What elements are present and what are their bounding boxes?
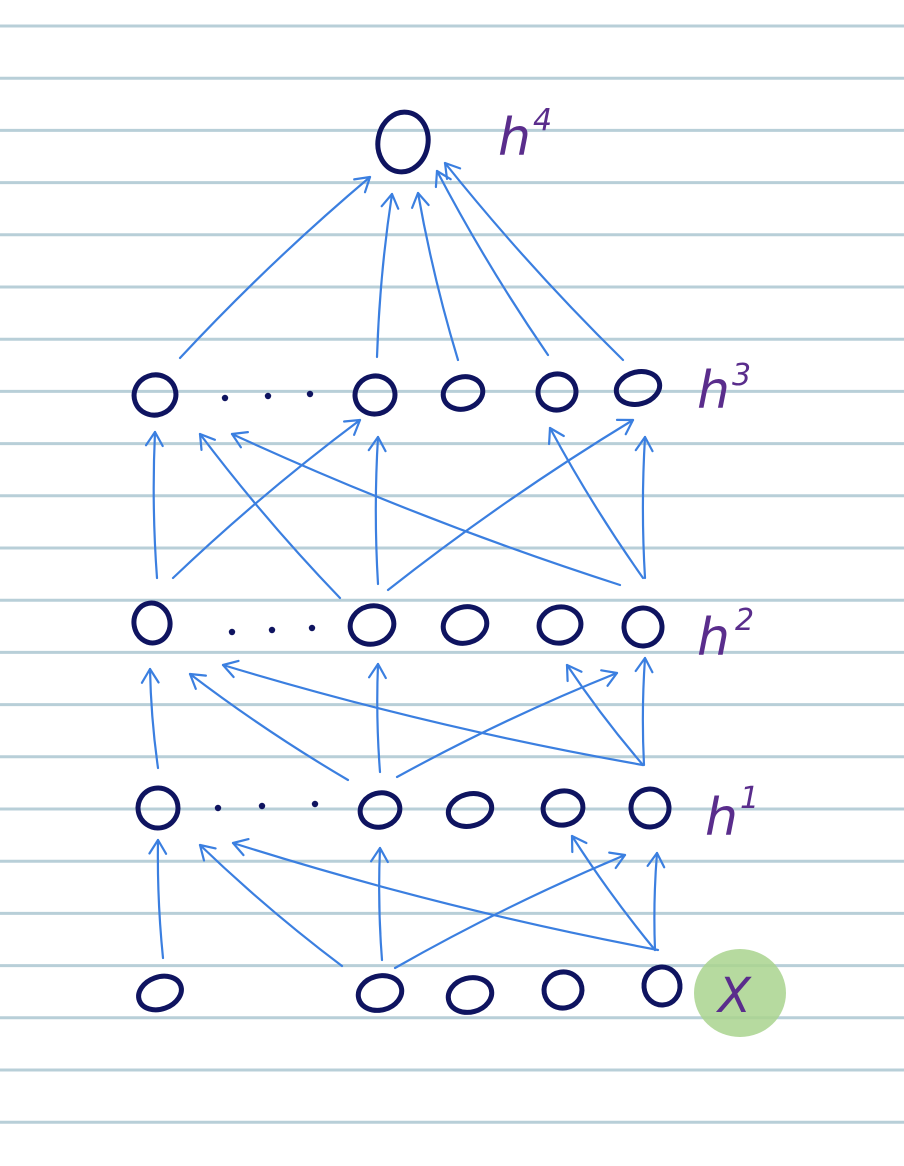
- edge-26: [435, 169, 550, 357]
- ellipsis-dot: [268, 626, 276, 634]
- node-h2-4: [536, 604, 584, 646]
- edge-4: [378, 846, 384, 962]
- layer-label-h4: h: [498, 108, 531, 168]
- arrowhead-10: [221, 659, 240, 679]
- ellipsis-dot: [214, 804, 222, 812]
- node-h1-1: [135, 785, 181, 831]
- layer-label-h3-sup: 3: [732, 358, 751, 393]
- ellipsis-dot: [228, 628, 236, 636]
- edge-21: [548, 426, 645, 580]
- node-h2-3: [440, 604, 490, 646]
- layer-label-h4-sup: 4: [533, 103, 552, 138]
- layer-label-h2: h: [697, 608, 730, 668]
- node-h3-4: [535, 371, 579, 413]
- edge-24: [375, 192, 394, 359]
- edge-27: [443, 161, 625, 362]
- edge-23: [178, 175, 372, 360]
- node-x-5: [641, 964, 683, 1008]
- layer-label-h1: h: [705, 788, 738, 848]
- edge-6: [570, 834, 657, 952]
- node-h2-2: [347, 603, 397, 647]
- arrowhead-20: [615, 418, 635, 436]
- layer-label-h1-sup: 1: [740, 781, 759, 816]
- edge-18: [230, 432, 622, 587]
- node-h3-2: [352, 373, 398, 417]
- edge-2: [198, 843, 344, 968]
- nodes: [131, 109, 683, 1015]
- node-h1-2: [357, 790, 403, 830]
- edge-15: [152, 430, 159, 580]
- arrowhead-11: [368, 662, 387, 680]
- x-highlight: [694, 949, 786, 1037]
- arrowhead-15: [144, 430, 164, 448]
- arrowhead-9: [188, 672, 207, 690]
- ellipsis-dot: [258, 802, 266, 810]
- edge-1: [156, 838, 165, 960]
- arrowhead-3: [231, 838, 250, 857]
- arrowhead-19: [367, 435, 387, 453]
- edge-14: [641, 656, 647, 767]
- node-h2-1: [131, 600, 173, 646]
- layer-label-x: X: [715, 968, 752, 1024]
- arrowhead-23: [353, 175, 372, 194]
- arrowhead-25: [411, 191, 430, 209]
- ellipsis-dot: [311, 800, 319, 808]
- connections: [140, 161, 666, 970]
- edge-25: [416, 191, 460, 362]
- node-h1-5: [628, 786, 672, 830]
- arrowhead-8: [140, 667, 160, 684]
- node-h3-1: [131, 372, 179, 418]
- arrowhead-12: [600, 669, 619, 687]
- ellipsis-dot: [221, 394, 229, 402]
- edge-16: [171, 418, 362, 580]
- arrowhead-14: [634, 656, 654, 674]
- ellipsis-dot: [308, 624, 316, 632]
- edge-19: [374, 435, 380, 586]
- node-h1-4: [540, 788, 586, 828]
- layer-label-h2-sup: 2: [735, 603, 754, 638]
- arrowhead-27: [443, 161, 462, 180]
- node-x-2: [355, 973, 405, 1013]
- arrowhead-21: [548, 426, 565, 446]
- arrowhead-16: [343, 418, 362, 436]
- arrowhead-5: [608, 851, 627, 870]
- edge-7: [653, 851, 659, 952]
- ellipsis-dot: [264, 392, 272, 400]
- arrowhead-13: [565, 663, 583, 683]
- node-x-1: [136, 973, 184, 1013]
- node-h4-1: [375, 109, 431, 175]
- edge-3: [231, 841, 660, 952]
- node-h2-5: [621, 605, 665, 649]
- arrowhead-2: [198, 843, 217, 862]
- ellipsis-dot: [306, 390, 314, 398]
- arrowhead-18: [230, 431, 249, 449]
- node-x-4: [541, 969, 585, 1011]
- node-h3-5: [613, 369, 663, 407]
- edge-10: [221, 663, 645, 767]
- notebook-ruled-lines: [0, 24, 904, 1124]
- edge-12: [395, 671, 619, 779]
- edge-13: [565, 663, 645, 767]
- node-h1-3: [445, 791, 495, 829]
- node-x-3: [445, 975, 495, 1015]
- edge-17: [198, 432, 342, 600]
- arrowhead-1: [148, 838, 168, 855]
- edge-11: [376, 662, 382, 774]
- arrowhead-7: [646, 851, 666, 869]
- edge-5: [393, 853, 627, 970]
- arrowhead-22: [634, 435, 654, 453]
- layer-label-h3: h: [697, 361, 730, 421]
- arrowhead-17: [198, 432, 216, 451]
- arrowhead-6: [570, 834, 588, 854]
- arrowhead-4: [370, 846, 389, 864]
- edge-22: [641, 435, 647, 580]
- edge-9: [188, 672, 350, 782]
- arrowhead-24: [380, 192, 400, 210]
- node-h3-3: [440, 374, 486, 412]
- layer-labels: X h 1 h 2 h 3 h 4: [498, 103, 759, 1024]
- edge-20: [386, 418, 635, 592]
- edge-8: [148, 667, 160, 770]
- ellipsis-dots: [214, 390, 319, 812]
